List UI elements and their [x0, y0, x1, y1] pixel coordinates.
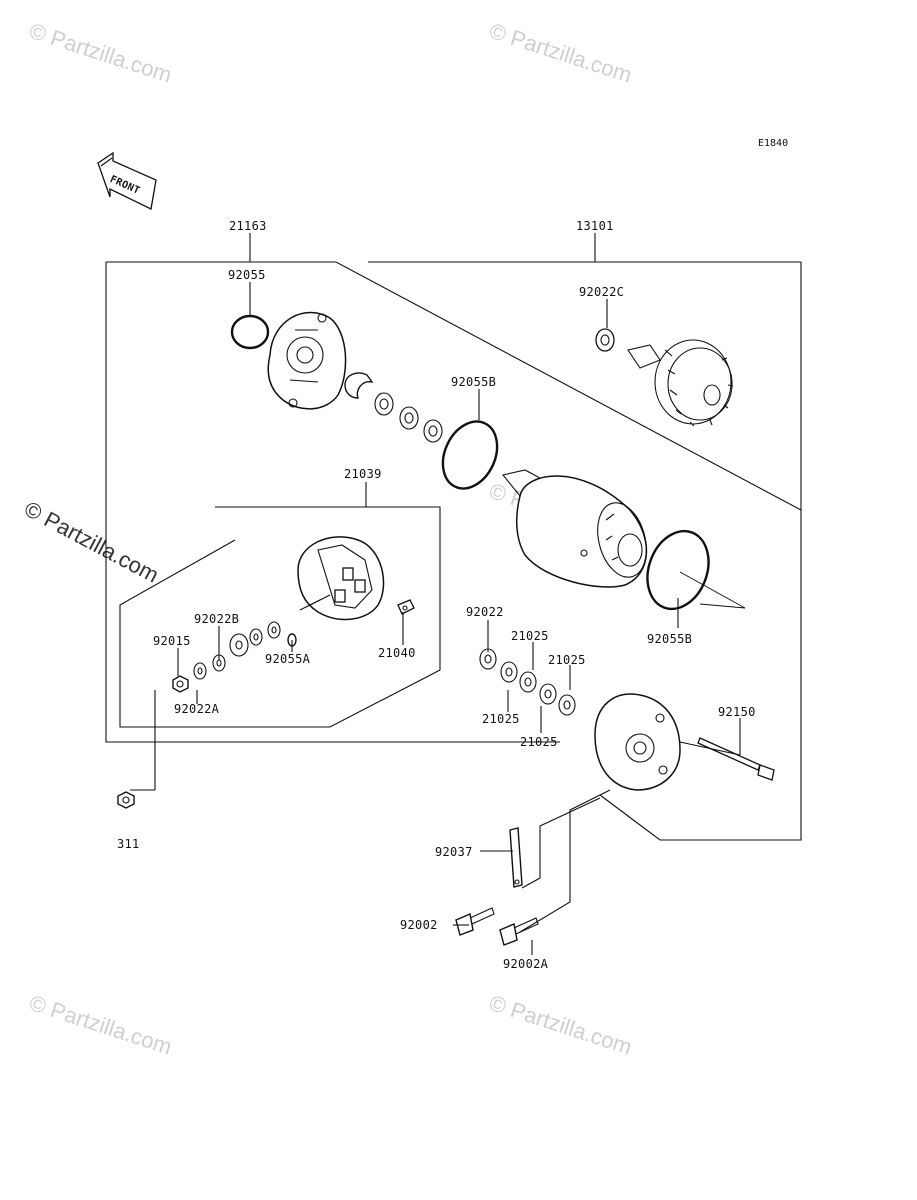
part-label[interactable]: 92002A: [503, 957, 549, 971]
part-label[interactable]: 92055B: [451, 375, 497, 389]
frame-21039-outline: [119, 506, 441, 728]
bolt-92150: [697, 737, 775, 781]
end-cover-21163: [267, 311, 347, 410]
nut-311: [117, 791, 135, 809]
frame-21163-left: [105, 262, 560, 743]
part-label[interactable]: 92055B: [647, 632, 693, 646]
o-ring-92055b-top: [441, 420, 499, 490]
part-label[interactable]: 92022A: [174, 702, 220, 716]
bolt-92002a: [499, 917, 539, 946]
frame-21163-outline: [106, 261, 802, 841]
strap-92037: [509, 827, 523, 888]
brush-holder-21039: [297, 536, 385, 621]
part-label[interactable]: 21025: [511, 629, 549, 643]
part-label[interactable]: 21163: [229, 219, 267, 233]
part-label[interactable]: 92037: [435, 845, 473, 859]
part-label[interactable]: 92022C: [579, 285, 625, 299]
part-label[interactable]: 92055A: [265, 652, 311, 666]
part-label[interactable]: 92150: [718, 705, 756, 719]
o-ring-92055: [230, 314, 270, 350]
part-label[interactable]: 21039: [344, 467, 382, 481]
motor-yoke: [502, 469, 648, 588]
bolt-92002: [455, 907, 495, 936]
part-label[interactable]: 21025: [520, 735, 558, 749]
front-housing: [594, 693, 681, 791]
front-arrow-icon: [97, 151, 157, 210]
part-label[interactable]: 92015: [153, 634, 191, 648]
part-label[interactable]: 92022: [466, 605, 504, 619]
part-label[interactable]: 92055: [228, 268, 266, 282]
part-label[interactable]: 311: [117, 837, 140, 851]
starter-clutch-13101: [627, 339, 734, 427]
diagram-code: E1840: [758, 138, 789, 149]
frame-13101-outline: [368, 261, 802, 510]
part-label[interactable]: 21025: [548, 653, 586, 667]
part-label[interactable]: 21025: [482, 712, 520, 726]
o-ring-92055b-bottom: [646, 529, 710, 611]
part-label[interactable]: 21040: [378, 646, 416, 660]
part-label[interactable]: 92022B: [194, 612, 240, 626]
part-label[interactable]: 92002: [400, 918, 438, 932]
part-label[interactable]: 13101: [576, 219, 614, 233]
nut-92015: [172, 675, 189, 693]
